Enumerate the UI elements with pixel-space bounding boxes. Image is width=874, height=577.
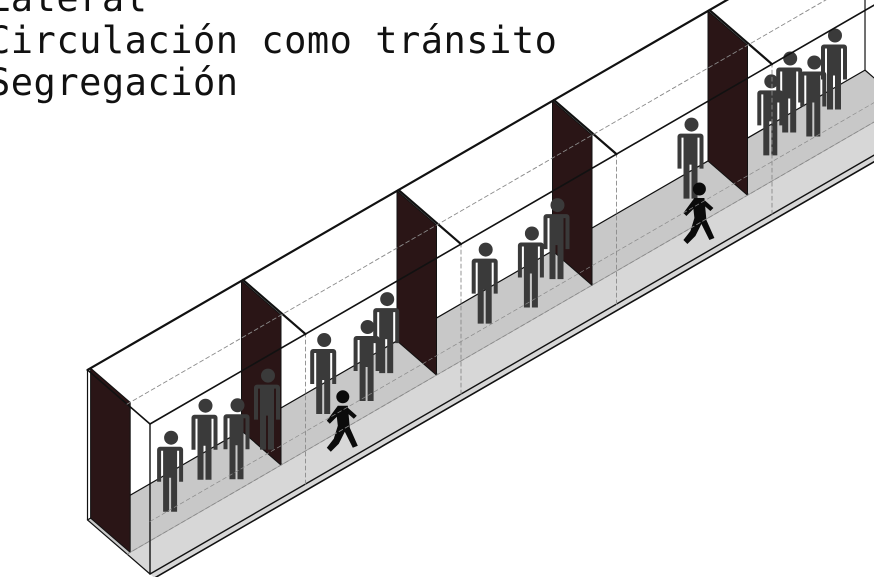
front-bottom-edge	[149, 154, 874, 575]
title-line-2: Circulación como tránsito	[0, 19, 558, 62]
front-rail-dashed	[149, 102, 874, 522]
left-bottom-edge	[86, 519, 151, 575]
back-bottom-edge	[86, 69, 866, 521]
mid-top-dashed	[126, 0, 827, 405]
title-line-3: Segregación	[0, 61, 239, 104]
walkway-edge	[154, 160, 874, 577]
roof-beam-4	[708, 8, 774, 66]
back-top-edge	[86, 0, 730, 372]
roof-beam-1	[241, 278, 307, 336]
roof-beam-2	[397, 188, 463, 246]
roof-beam-3	[552, 98, 618, 156]
title-block: Lateral Circulación como tránsito Segreg…	[0, 0, 557, 104]
front-top-edge	[149, 4, 874, 425]
left-top-edge	[86, 369, 151, 425]
title-line-1: Lateral	[0, 0, 557, 20]
mid-bottom-dashed	[126, 121, 874, 555]
